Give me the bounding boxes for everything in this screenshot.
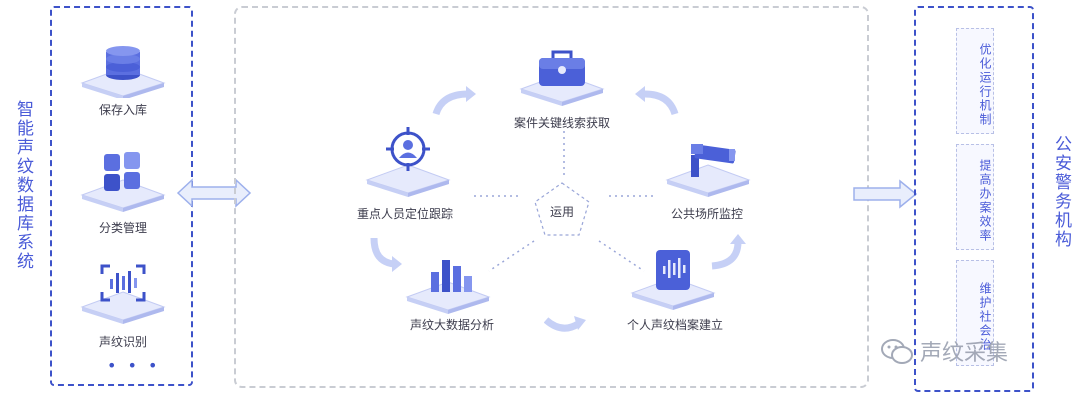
- node-label-archive: 个人声纹档案建立: [626, 318, 723, 332]
- curved-arrow-icon: [370, 237, 402, 272]
- database-icon: [80, 46, 166, 98]
- right-item-governance: 维护社会治: [956, 260, 994, 366]
- briefcase-icon: [519, 50, 605, 106]
- hub-pentagon: [534, 182, 590, 236]
- left-system-title: 智能声纹数据库系统: [13, 100, 33, 271]
- item-label-save: 保存入库: [98, 103, 147, 117]
- double-arrow-icon: [176, 178, 252, 208]
- right-item-optimize: 优化运行机制: [956, 28, 994, 134]
- right-org-box: [914, 6, 1034, 392]
- right-org-title: 公安警务机构: [1051, 135, 1071, 249]
- watermark-text: 声纹采集: [920, 341, 1009, 366]
- bar-chart-icon: [405, 260, 491, 314]
- watermark: 声纹采集: [880, 335, 1008, 367]
- connector-lines: [474, 131, 654, 272]
- curved-arrow-icon: [544, 316, 586, 332]
- voice-file-icon: [630, 250, 716, 310]
- target-person-icon: [365, 127, 451, 197]
- node-label-clue: 案件关键线索获取: [513, 116, 610, 130]
- wechat-icon: [881, 339, 913, 364]
- item-label-voiceprint: 声纹识别: [98, 335, 147, 349]
- voiceprint-scan-icon: [80, 264, 166, 324]
- curved-arrow-icon: [711, 234, 746, 270]
- curved-arrow-icon: [635, 86, 679, 116]
- node-label-bigdata: 声纹大数据分析: [409, 318, 494, 332]
- node-label-monitor: 公共场所监控: [670, 207, 743, 221]
- category-grid-icon: [80, 152, 166, 212]
- cctv-camera-icon: [665, 144, 751, 197]
- curved-arrow-icon: [432, 86, 476, 116]
- more-dots: • • •: [107, 356, 161, 375]
- item-label-category: 分类管理: [98, 221, 147, 235]
- right-arrow-icon: [853, 179, 918, 209]
- hub-label: 运用: [549, 205, 574, 219]
- node-label-tracking: 重点人员定位跟踪: [356, 207, 453, 221]
- right-item-efficiency: 提高办案效率: [956, 144, 994, 250]
